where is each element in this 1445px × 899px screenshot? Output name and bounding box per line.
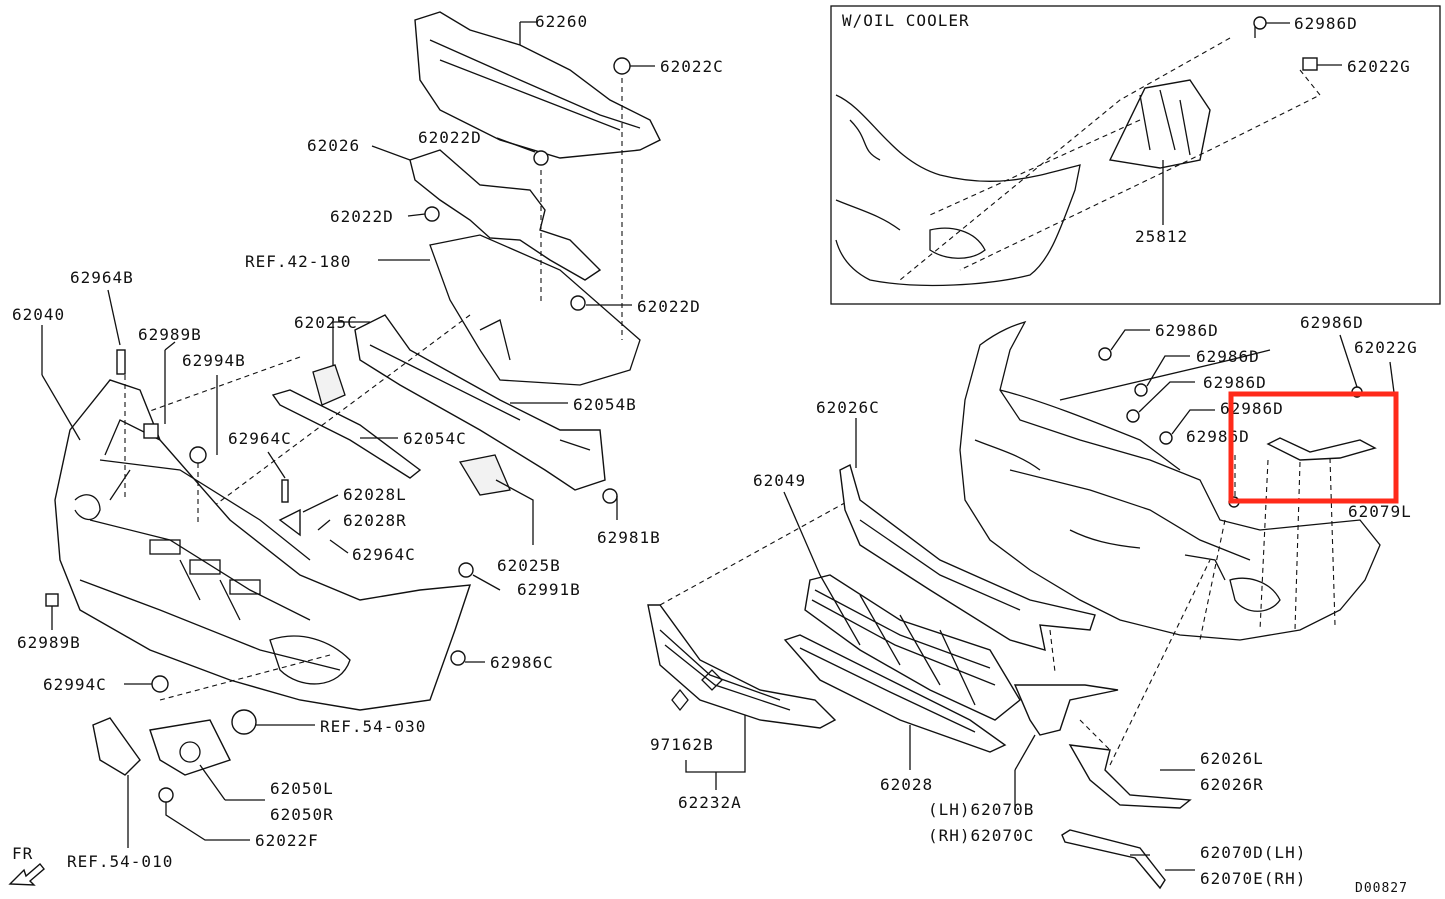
- label-62049: 62049: [753, 471, 806, 490]
- label-62964B: 62964B: [70, 268, 134, 287]
- label-62070E: 62070E(RH): [1200, 869, 1306, 888]
- label-62994B: 62994B: [182, 351, 246, 370]
- nut-icon: [143, 423, 159, 439]
- label-62022C: 62022C: [660, 57, 724, 76]
- bolt-icon: [602, 488, 618, 504]
- label-62028: 62028: [880, 775, 933, 794]
- inset-label-62986D: 62986D: [1294, 14, 1358, 33]
- screw-icon: [1126, 409, 1140, 423]
- label-62070D: 62070D(LH): [1200, 843, 1306, 862]
- label-62991B: 62991B: [517, 580, 581, 599]
- inset-label-62022G: 62022G: [1347, 57, 1411, 76]
- clip-icon: [570, 295, 586, 311]
- label-62028L: 62028L: [343, 485, 407, 504]
- clip-icon: [450, 650, 466, 666]
- screw-icon: [1159, 431, 1173, 445]
- inset-title: W/OIL COOLER: [842, 11, 970, 30]
- oil-cooler-inset: W/OIL COOLER 62986D 62022G 25812: [830, 5, 1441, 305]
- label-62989B-b: 62989B: [17, 633, 81, 652]
- part-62079L: [1266, 437, 1377, 461]
- screw-icon: [116, 349, 126, 375]
- clip-icon: [458, 562, 474, 578]
- clip-icon: [533, 150, 549, 166]
- front-bumper-assembly: 62040 62964B 62989B 62994B 62964C 62028L…: [8, 268, 581, 886]
- front-direction-label: FR: [12, 844, 33, 863]
- label-62025C: 62025C: [294, 313, 358, 332]
- bolt-icon: [189, 446, 207, 464]
- label-62022F: 62022F: [255, 831, 319, 850]
- label-62022D-c: 62022D: [637, 297, 701, 316]
- label-62050R: 62050R: [270, 805, 334, 824]
- label-62981B: 62981B: [597, 528, 661, 547]
- label-62986D-4: 62986D: [1220, 399, 1284, 418]
- highlight-box: [1228, 391, 1399, 504]
- label-62964C-a: 62964C: [228, 429, 292, 448]
- clip-icon: [613, 57, 631, 75]
- label-62986D-1: 62986D: [1155, 321, 1219, 340]
- rear-view-bumper: 62986D 62986D 62986D 62986D 62986D 62986…: [959, 313, 1418, 641]
- diagram-code: D00827: [1355, 881, 1408, 896]
- label-62040: 62040: [12, 305, 65, 324]
- label-ref-54-010: REF.54-010: [67, 852, 173, 871]
- label-62026L: 62026L: [1200, 749, 1264, 768]
- reinforcement-parts: 62054B 62025C 62025B 62054C 62981B: [124, 313, 661, 575]
- label-62079L: 62079L: [1348, 502, 1412, 521]
- bolt-icon: [151, 675, 169, 693]
- label-62054B: 62054B: [573, 395, 637, 414]
- label-62986C: 62986C: [490, 653, 554, 672]
- grille-parts: 97162B 62232A 62049 62026C 62028 (LH)620…: [647, 398, 1306, 890]
- label-62026: 62026: [307, 136, 360, 155]
- label-62054C: 62054C: [403, 429, 467, 448]
- inset-label-25812: 25812: [1135, 227, 1188, 246]
- screw-icon: [281, 479, 289, 503]
- upper-parts: 62260 62022C 62026 62022D 62022D REF.42-…: [245, 11, 724, 386]
- label-62986D-6: 62986D: [1300, 313, 1364, 332]
- label-62050L: 62050L: [270, 779, 334, 798]
- label-62025B: 62025B: [497, 556, 561, 575]
- label-62022D-b: 62022D: [330, 207, 394, 226]
- label-62986D-3: 62986D: [1203, 373, 1267, 392]
- label-62028R: 62028R: [343, 511, 407, 530]
- nut-icon: [45, 593, 59, 607]
- label-ref-42-180: REF.42-180: [245, 252, 351, 271]
- label-62994C: 62994C: [43, 675, 107, 694]
- label-62022D-a: 62022D: [418, 128, 482, 147]
- label-97162B: 97162B: [650, 735, 714, 754]
- screw-icon: [1134, 383, 1148, 397]
- label-ref-54-030: REF.54-030: [320, 717, 426, 736]
- label-62026C: 62026C: [816, 398, 880, 417]
- front-direction-arrow-icon: [8, 862, 45, 886]
- label-62232A: 62232A: [678, 793, 742, 812]
- fog-lamp-icon: [231, 709, 257, 735]
- label-62070B: (LH)62070B: [928, 800, 1034, 819]
- label-62260: 62260: [535, 12, 588, 31]
- label-62026R: 62026R: [1200, 775, 1264, 794]
- screw-icon: [1098, 347, 1112, 361]
- emblem-icon: [671, 688, 689, 712]
- label-62964C-b: 62964C: [352, 545, 416, 564]
- label-62986D-2: 62986D: [1196, 347, 1260, 366]
- clip-icon: [1302, 57, 1318, 71]
- label-62070C: (RH)62070C: [928, 826, 1034, 845]
- clip-icon: [1253, 16, 1267, 30]
- label-62986D-5: 62986D: [1186, 427, 1250, 446]
- label-62022G: 62022G: [1354, 338, 1418, 357]
- clip-icon: [424, 206, 440, 222]
- clip-icon: [158, 787, 174, 803]
- label-62989B-a: 62989B: [138, 325, 202, 344]
